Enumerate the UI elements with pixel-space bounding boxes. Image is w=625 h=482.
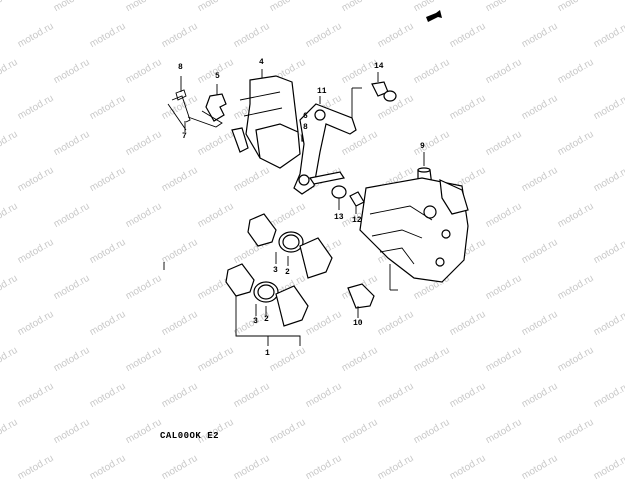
callout-9: 9 [420,142,425,151]
callout-2-lower: 2 [264,315,269,324]
caliper-exploded-view [163,10,469,346]
callout-4: 4 [259,58,264,67]
callout-7: 7 [182,132,187,141]
callout-bracket-1 [235,296,301,346]
part-caliper-bracket [293,87,362,195]
callout-13: 13 [334,213,344,222]
callout-14: 14 [374,62,384,71]
callout-11: 11 [317,87,327,96]
callout-12: 12 [352,216,362,225]
part-brake-pads [231,69,301,169]
part-shim-clip [184,84,227,132]
callout-3-upper: 3 [273,266,278,275]
callout-8-second: 8 [303,123,308,132]
callout-3-lower: 3 [253,317,258,326]
part-caliper-body [359,177,469,291]
part-piston-set-lower [225,263,309,327]
callout-2-upper: 2 [285,268,290,277]
part-mounting-bolt [371,72,397,102]
callout-10: 10 [353,319,363,328]
callout-1: 1 [265,349,270,358]
callout-5: 5 [215,72,220,81]
callout-6: 6 [303,112,308,121]
diagram-code: CAL00OK E2 [160,431,220,441]
arrow-icon [426,10,442,22]
callout-8: 8 [178,63,183,72]
part-sleeve-bolt [347,283,375,318]
part-pad-spring [167,76,191,131]
part-piston-set-upper [247,213,333,279]
part-boot-and-bushing [331,185,365,214]
